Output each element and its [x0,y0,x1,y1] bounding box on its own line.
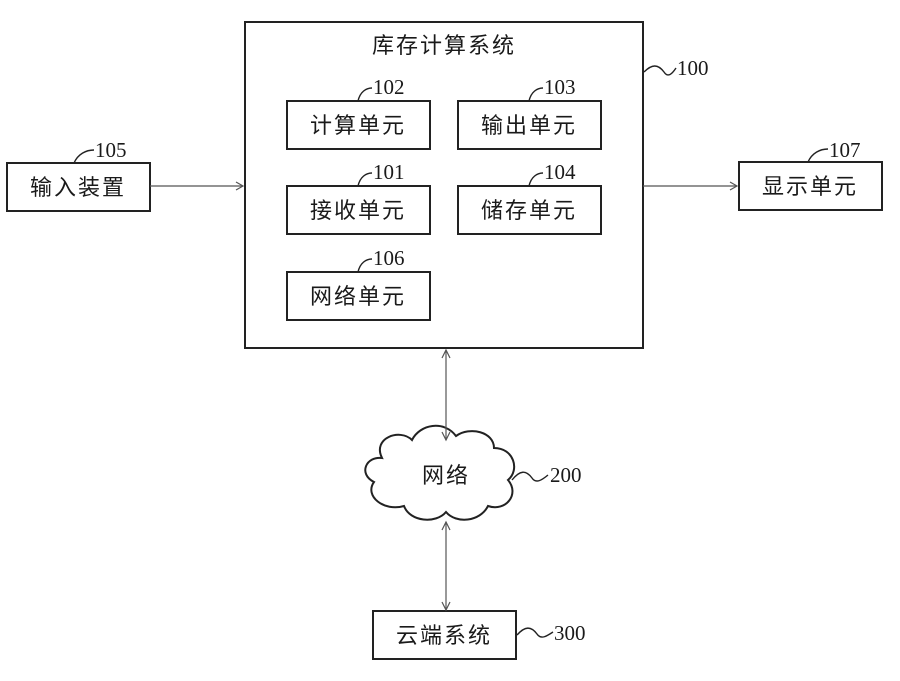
output-unit-ref: 103 [544,75,576,99]
inventory-system-ref: 100 [677,56,709,80]
receive-unit-ref: 101 [373,160,405,184]
display-unit: 显示单元 107 [739,138,882,210]
storage-unit-label: 储存单元 [481,199,577,224]
inventory-system-leader [644,66,676,75]
network-cloud-label: 网络 [422,464,470,489]
display-unit-leader [808,149,828,162]
input-device: 输入装置 105 [7,138,150,211]
network-cloud-ref: 200 [550,463,582,487]
input-device-label: 输入装置 [30,176,126,201]
display-unit-ref: 107 [829,138,861,162]
compute-unit-ref: 102 [373,75,405,99]
inventory-system-title: 库存计算系统 [372,34,516,59]
network-unit-label: 网络单元 [310,285,406,310]
network-unit-ref: 106 [373,246,405,270]
input-device-leader [74,150,94,163]
cloud-system-label: 云端系统 [396,624,492,649]
cloud-system: 云端系统 300 [373,611,586,659]
connector-input-to-system [150,182,243,190]
connector-network-cloudsystem [442,522,450,610]
network-cloud: 网络 200 [365,426,581,520]
input-device-ref: 105 [95,138,127,162]
receive-unit-label: 接收单元 [310,199,406,224]
connector-system-to-display [643,182,737,190]
inventory-system: 库存计算系统 100 计算单元 102 输出单元 103 接收单元 101 储存… [245,22,709,348]
cloud-system-ref: 300 [554,621,586,645]
display-unit-label: 显示单元 [762,175,858,200]
network-cloud-leader [512,472,548,481]
compute-unit-label: 计算单元 [310,114,406,139]
cloud-system-leader [517,628,553,637]
storage-unit-ref: 104 [544,160,576,184]
output-unit-label: 输出单元 [481,114,577,139]
